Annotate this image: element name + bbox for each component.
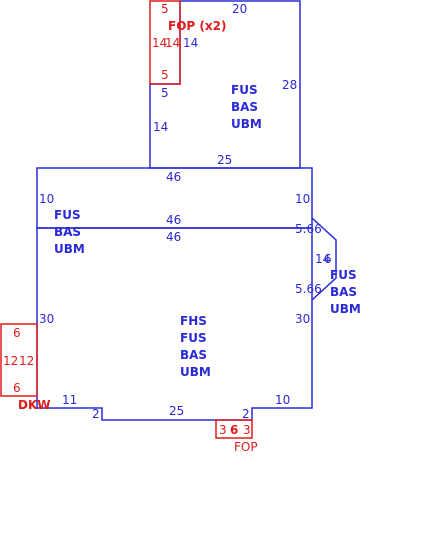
main-room-top-dim: 46 (166, 230, 181, 244)
main-room-notch-left-dim: 2 (92, 407, 100, 421)
upper-room-right-dim: 28 (282, 78, 297, 92)
bay-label-3: UBM (330, 302, 361, 316)
main-room-right-dim: 30 (295, 312, 310, 326)
upper-room-label-2: BAS (231, 100, 258, 114)
main-room-label-4: UBM (180, 365, 211, 379)
top-porch-bottom-dim: 5 (161, 68, 169, 82)
upper-room-label-3: UBM (231, 117, 262, 131)
deck-bottom-dim: 6 (13, 381, 21, 395)
front-porch-label: FOP (234, 440, 258, 454)
front-porch-outline (215, 419, 253, 439)
middle-room-label-1: FUS (54, 208, 81, 222)
bay-outline (311, 217, 337, 301)
upper-room-inner-left-dim: 14 (183, 36, 198, 50)
middle-room-bottom-dim: 46 (166, 213, 181, 227)
upper-room-left-upper-dim: 5 (161, 86, 169, 100)
deck-outline (0, 323, 38, 397)
top-porch-label: FOP (x2) (168, 19, 226, 33)
upper-room-bottom-dim: 25 (217, 153, 232, 167)
bay-label-1: FUS (330, 268, 357, 282)
main-room-label-1: FHS (180, 314, 207, 328)
front-porch-middle-dim: 6 (230, 423, 238, 437)
top-porch-outline (149, 0, 181, 85)
upper-room-left-mid-dim: 14 (153, 120, 168, 134)
upper-room-top-dim: 20 (232, 2, 247, 16)
upper-room-label-1: FUS (231, 83, 258, 97)
middle-room-left-dim: 10 (39, 192, 54, 206)
main-room-outline (36, 227, 313, 421)
deck-right-dim: 12 (19, 354, 34, 368)
top-porch-right-dim: 14 (165, 36, 180, 50)
main-room-bottom-dim: 25 (169, 404, 184, 418)
bay-top-dim: 5.66 (295, 222, 322, 236)
top-porch-top-dim: 5 (161, 2, 169, 16)
bay-inner-dim: 14 (315, 252, 330, 266)
main-room-label-2: FUS (180, 331, 207, 345)
front-porch-left-dim: 3 (219, 423, 227, 437)
deck-left-dim: 12 (3, 354, 18, 368)
deck-top-dim: 6 (13, 326, 21, 340)
main-room-label-3: BAS (180, 348, 207, 362)
bay-outer-dim: 6 (324, 252, 332, 266)
front-porch-right-dim: 3 (243, 423, 251, 437)
main-room-notch-right-dim: 2 (242, 407, 250, 421)
bay-label-2: BAS (330, 285, 357, 299)
main-room-bottom-left-dim: 11 (62, 393, 77, 407)
middle-room-label-2: BAS (54, 225, 81, 239)
middle-room-right-dim: 10 (295, 192, 310, 206)
main-room-left-dim: 30 (39, 312, 54, 326)
main-room-bottom-right-dim: 10 (275, 393, 290, 407)
deck-label: DKW (18, 398, 51, 412)
bay-bottom-dim: 5.66 (295, 282, 322, 296)
middle-room-top-dim: 46 (166, 170, 181, 184)
top-porch-left-dim: 14 (152, 36, 167, 50)
middle-room-label-3: UBM (54, 242, 85, 256)
